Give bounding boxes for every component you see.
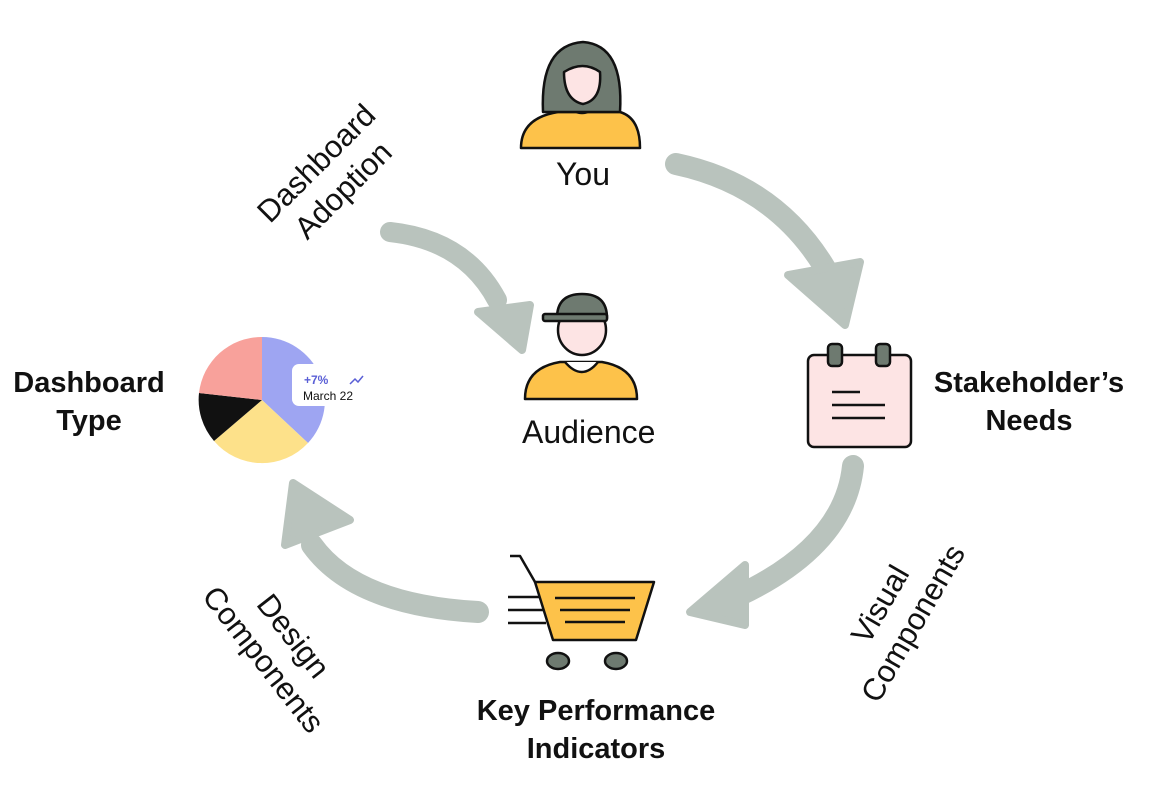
audience-label: Audience	[522, 414, 656, 450]
person-cap-icon	[523, 292, 639, 401]
stakeholders-needs-label: Stakeholder’s Needs	[925, 364, 1133, 440]
kpi-line1: Key Performance	[476, 695, 716, 727]
notepad-icon	[806, 342, 913, 449]
arrow-adoption-to-audience	[380, 222, 534, 354]
you-label: You	[556, 156, 610, 192]
pie-badge-value: +7%	[304, 373, 329, 387]
dashboard-type-line2: Type	[56, 405, 122, 437]
stakeholders-needs-line2: Needs	[985, 405, 1073, 437]
shopping-cart-icon	[508, 554, 656, 671]
arrow-you-to-stakeholder	[665, 153, 864, 329]
kpi-label: Key Performance Indicators	[458, 692, 734, 768]
woman-icon	[519, 40, 642, 150]
arrow-stakeholder-to-kpi	[686, 455, 864, 629]
pie-badge-date: March 22	[303, 389, 354, 403]
dashboard-type-label: Dashboard Type	[4, 364, 174, 440]
stakeholders-needs-line1: Stakeholder’s	[933, 367, 1125, 399]
kpi-line2: Indicators	[526, 733, 666, 765]
pie-chart-icon	[198, 336, 370, 464]
arrow-kpi-to-dashboard-type	[281, 479, 489, 623]
dashboard-type-line1: Dashboard	[13, 367, 165, 399]
